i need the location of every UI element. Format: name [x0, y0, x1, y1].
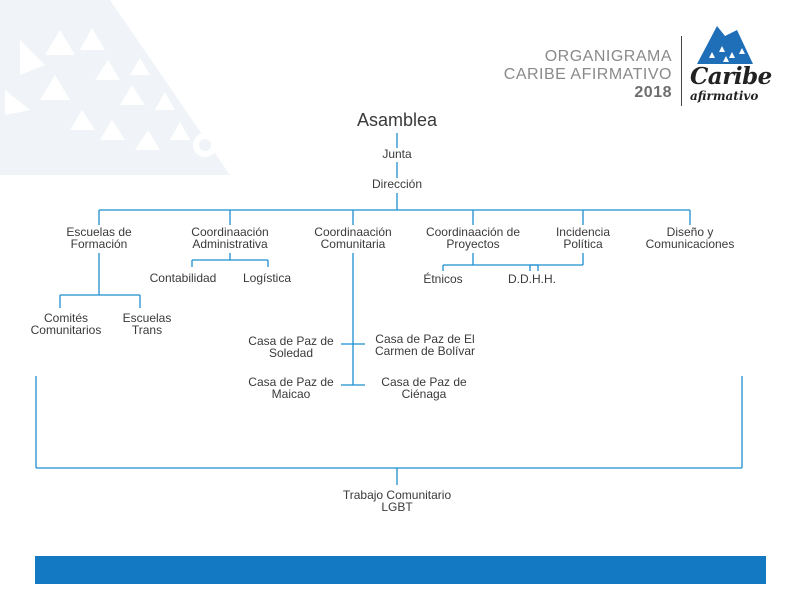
node-junta: Junta: [382, 147, 412, 161]
node-label-line2: Comunicaciones: [645, 237, 735, 251]
node-label-line1: Coordinaación de: [425, 225, 521, 239]
node-label-line1: Casa de Paz de El: [375, 332, 475, 346]
node-etnicos: Étnicos: [423, 272, 463, 286]
chart-title-line-1: ORGANIGRAMA: [544, 48, 672, 65]
logo-text-sub: afirmativo: [690, 89, 759, 103]
node-label-line2: Carmen de Bolívar: [374, 344, 476, 358]
bird-mountain-logo-icon: [697, 26, 753, 64]
node-label-line2: LGBT: [381, 500, 413, 514]
footer-bar: [35, 556, 766, 584]
node-label-line1: Casa de Paz de: [381, 375, 467, 389]
node-label-line2: Trans: [131, 323, 163, 337]
node-label-line2: Formación: [70, 237, 128, 251]
node-ddhh: D.D.H.H.: [508, 272, 556, 286]
node-label-line1: Coordinaación: [191, 225, 269, 239]
node-label-line1: Trabajo Comunitario: [342, 488, 452, 502]
node-label-line2: Proyectos: [446, 237, 500, 251]
node-contabilidad: Contabilidad: [149, 271, 217, 285]
node-label-line1: Diseño y: [666, 225, 714, 239]
node-label-line1: Casa de Paz de: [248, 375, 334, 389]
node-label-line2: Política: [563, 237, 603, 251]
node-asamblea: Asamblea: [356, 110, 438, 130]
decorative-triangle-pattern: [0, 0, 230, 175]
node-label-line2: Soledad: [268, 346, 314, 360]
node-label-line2: Ciénaga: [401, 387, 447, 401]
node-logistica: Logística: [242, 271, 292, 285]
logo-text-main: Caribe: [690, 63, 772, 90]
node-label-line1: Comités: [43, 311, 88, 325]
node-label-line1: Coordinaación: [314, 225, 392, 239]
node-label-line1: Incidencia: [555, 225, 611, 239]
node-direccion: Dirección: [371, 177, 422, 191]
node-label-line2: Maicao: [271, 387, 311, 401]
node-label-line2: Comunitaria: [320, 237, 386, 251]
chart-year: 2018: [634, 84, 672, 101]
node-label-line1: Escuelas de: [66, 225, 132, 239]
node-label-line2: Comunitarios: [30, 323, 102, 337]
node-label-line1: Casa de Paz de: [248, 334, 334, 348]
chart-title-line-2: CARIBE AFIRMATIVO: [503, 66, 672, 83]
node-label-line1: Escuelas: [122, 311, 172, 325]
node-label-line2: Administrativa: [192, 237, 268, 251]
header-divider: [681, 36, 682, 106]
